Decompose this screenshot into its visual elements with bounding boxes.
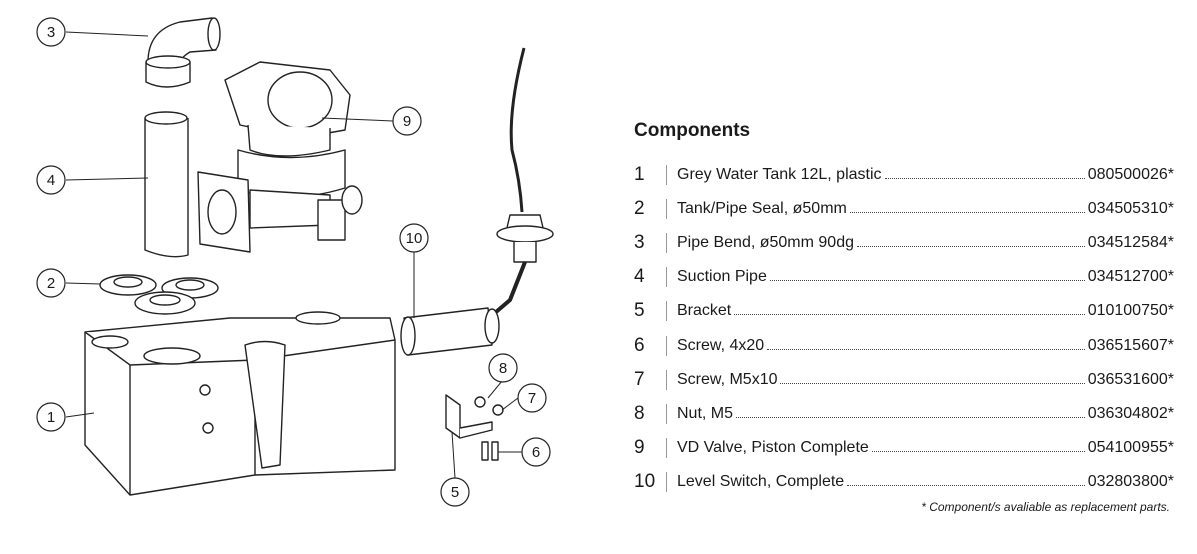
callout-7: 7	[528, 390, 536, 407]
tank-pipe-seals	[99, 274, 219, 315]
component-part-number: 036304802*	[1087, 404, 1174, 422]
component-part-number: 034505310*	[1087, 200, 1174, 218]
leader-dots	[769, 280, 1085, 282]
component-number: 1	[634, 164, 645, 186]
separator	[666, 369, 677, 390]
component-row: 3 Pipe Bend, ø50mm 90dg 034512584*	[634, 226, 1174, 260]
components-list: Components 1 Grey Water Tank 12L, plastic…	[634, 118, 1174, 499]
component-part-number: 032803800*	[1087, 472, 1174, 490]
bracket-hardware	[445, 394, 504, 461]
component-part-number: 054100955*	[1087, 438, 1174, 456]
component-name: Level Switch, Complete	[677, 472, 845, 490]
leader-dots	[736, 416, 1085, 418]
component-row: 6 Screw, 4x20 036515607*	[634, 328, 1174, 362]
separator	[666, 301, 677, 322]
callout-3: 3	[47, 24, 55, 41]
callout-9: 9	[403, 113, 411, 130]
leader-dots	[780, 382, 1085, 384]
component-part-number: 034512584*	[1087, 234, 1174, 252]
separator	[666, 403, 677, 424]
component-part-number: 034512700*	[1087, 268, 1174, 286]
component-row: 9 VD Valve, Piston Complete 054100955*	[634, 431, 1174, 465]
component-part-number: 036515607*	[1087, 336, 1174, 354]
component-name: Nut, M5	[677, 404, 734, 422]
callout-5: 5	[451, 484, 459, 501]
component-name: Screw, M5x10	[677, 370, 778, 388]
component-name: Grey Water Tank 12L, plastic	[677, 166, 882, 184]
component-number: 10	[634, 470, 656, 492]
leader-dots	[849, 212, 1085, 214]
component-name: Bracket	[677, 302, 732, 320]
component-row: 1 Grey Water Tank 12L, plastic 080500026*	[634, 158, 1174, 192]
pipe-bend	[145, 17, 221, 88]
component-row: 8 Nut, M5 036304802*	[634, 397, 1174, 431]
level-switch	[400, 47, 554, 356]
component-row: 10 Level Switch, Complete 032803800*	[634, 465, 1174, 499]
component-row: 7 Screw, M5x10 036531600*	[634, 363, 1174, 397]
component-name: Suction Pipe	[677, 268, 767, 286]
leader-dots	[767, 348, 1085, 350]
separator	[666, 471, 677, 492]
component-number: 2	[634, 198, 645, 220]
callout-6: 6	[532, 444, 540, 461]
leader-dots	[734, 314, 1085, 316]
separator	[666, 267, 677, 288]
component-number: 8	[634, 402, 645, 424]
component-part-number: 010100750*	[1087, 302, 1174, 320]
component-row: 2 Tank/Pipe Seal, ø50mm 034505310*	[634, 192, 1174, 226]
leader-dots	[871, 450, 1085, 452]
callout-1: 1	[47, 409, 55, 426]
suction-pipe	[144, 111, 189, 258]
component-part-number: 036531600*	[1087, 370, 1174, 388]
component-name: Screw, 4x20	[677, 336, 765, 354]
component-name: Tank/Pipe Seal, ø50mm	[677, 200, 847, 218]
leader-dots	[847, 484, 1085, 486]
component-number: 9	[634, 436, 645, 458]
components-title: Components	[634, 120, 751, 141]
component-number: 4	[634, 266, 645, 288]
component-number: 6	[634, 334, 645, 356]
component-row: 5 Bracket 010100750*	[634, 294, 1174, 328]
callout-4: 4	[47, 172, 55, 189]
leader-dots	[884, 178, 1085, 180]
exploded-diagram: 3 9 4 10 2 8 7 1 6 5	[36, 17, 554, 507]
component-number: 3	[634, 232, 645, 254]
component-name: Pipe Bend, ø50mm 90dg	[677, 234, 854, 252]
separator	[666, 199, 677, 220]
leader-dots	[857, 246, 1085, 248]
component-number: 7	[634, 368, 645, 390]
component-number: 5	[634, 300, 645, 322]
component-name: VD Valve, Piston Complete	[677, 438, 869, 456]
separator	[666, 335, 677, 356]
callout-8: 8	[499, 360, 507, 377]
component-part-number: 080500026*	[1087, 166, 1174, 184]
separator	[666, 437, 677, 458]
callout-10: 10	[406, 230, 423, 247]
component-row: 4 Suction Pipe 034512700*	[634, 260, 1174, 294]
callout-2: 2	[47, 275, 55, 292]
separator	[666, 165, 677, 186]
vd-valve	[197, 61, 363, 253]
replacement-parts-footnote: * Component/s avaliable as replacement p…	[921, 500, 1170, 514]
grey-water-tank	[84, 311, 396, 496]
separator	[666, 233, 677, 254]
